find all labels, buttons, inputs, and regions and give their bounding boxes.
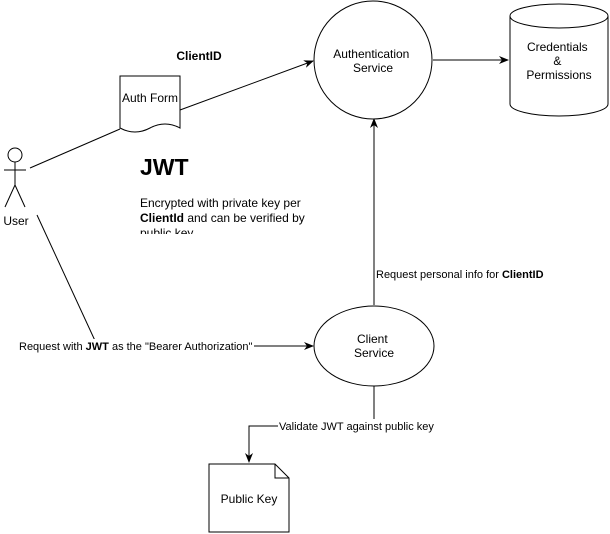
- authentication-service-node: Authentication Service: [313, 0, 433, 120]
- authentication-service-line-2: Service: [353, 61, 393, 75]
- bearer-label-background: [18, 339, 252, 354]
- auth-form-node: Auth Form: [119, 75, 181, 133]
- request-personal-info-clientid: ClientID: [502, 269, 544, 281]
- user-actor: User: [3, 147, 29, 228]
- jwt-description-clientid: ClientId: [140, 211, 184, 225]
- public-key-fold: [274, 464, 289, 479]
- edge-user-to-auth-form: [29, 128, 121, 169]
- credentials-line-1: Credentials: [527, 40, 588, 54]
- credentials-line-3: Permissions: [526, 68, 591, 82]
- user-head: [7, 147, 23, 163]
- user-right-leg: [14, 184, 26, 208]
- authentication-service-line-1: Authentication: [333, 47, 409, 61]
- credentials-database-node: Credentials & Permissions: [509, 3, 609, 117]
- public-key-label: Public Key: [221, 492, 278, 506]
- request-personal-info-label: Request personal info for ClientID: [376, 269, 544, 281]
- authentication-service-circle: [313, 0, 433, 120]
- bearer-request-label: Request with JWT as the "Bearer Authoriz…: [19, 341, 253, 353]
- database-body: [509, 16, 609, 117]
- client-service-label: Client Service: [354, 332, 394, 360]
- authentication-service-label: Authentication Service: [333, 47, 412, 75]
- edge-user-down: [36, 214, 98, 346]
- bearer-request-jwt: JWT: [86, 341, 110, 353]
- bearer-request-post: as the "Bearer Authorization": [109, 341, 253, 353]
- client-service-node: Client Service: [313, 305, 435, 387]
- client-service-line-1: Client: [357, 332, 388, 346]
- client-service-ellipse: [313, 305, 435, 387]
- credentials-line-2: &: [553, 54, 561, 68]
- client-service-line-2: Service: [354, 346, 394, 360]
- public-key-shape: [208, 463, 290, 533]
- jwt-description-part-1: Encrypted with private key per: [140, 196, 301, 210]
- jwt-description-part-2: and can be verified by public key: [140, 211, 305, 234]
- edge-auth-form-to-auth-service: [179, 60, 314, 111]
- client-id-label: ClientID: [176, 49, 222, 63]
- bearer-request-pre: Request with: [19, 341, 86, 353]
- jwt-description: Encrypted with private key per ClientId …: [140, 196, 335, 234]
- database-top: [509, 3, 609, 29]
- jwt-title: JWT: [140, 154, 189, 180]
- user-label: User: [3, 214, 28, 228]
- public-key-node: Public Key: [208, 463, 290, 533]
- validate-label: Validate JWT against public key: [279, 421, 434, 433]
- auth-form-label: Auth Form: [122, 91, 178, 105]
- user-left-leg: [4, 184, 16, 208]
- credentials-label: Credentials & Permissions: [526, 40, 591, 82]
- request-personal-info-text: Request personal info for: [376, 269, 502, 281]
- auth-form-shape: [119, 75, 181, 133]
- validate-label-background: [278, 419, 434, 433]
